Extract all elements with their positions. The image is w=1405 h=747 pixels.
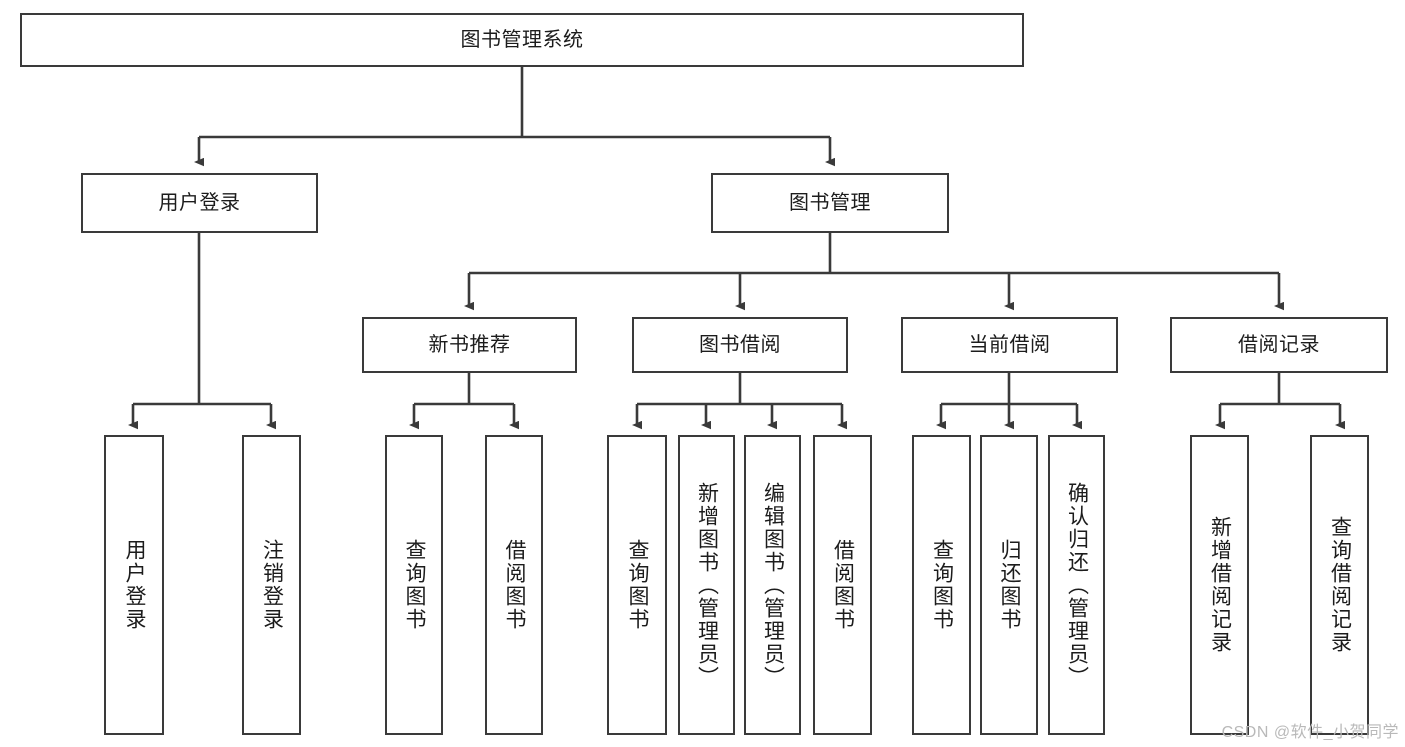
node-book-management-label: 图书管理 xyxy=(789,191,871,214)
leaf-confirm-return-admin[interactable]: 确认归还（管理员） xyxy=(1048,435,1105,735)
leaf-logout-label: 注销登录 xyxy=(260,539,284,631)
leaf-confirm-return-admin-label: 确认归还（管理员） xyxy=(1065,481,1089,689)
node-book-borrow-label: 图书借阅 xyxy=(699,333,781,356)
node-root[interactable]: 图书管理系统 xyxy=(20,13,1024,67)
node-book-management[interactable]: 图书管理 xyxy=(711,173,949,233)
leaf-query-book-borrow-label: 查询图书 xyxy=(626,539,650,631)
leaf-query-book-borrow[interactable]: 查询图书 xyxy=(607,435,667,735)
leaf-query-book-recommend[interactable]: 查询图书 xyxy=(385,435,443,735)
leaf-borrow-book-label: 借阅图书 xyxy=(831,539,855,631)
leaf-add-book-admin[interactable]: 新增图书（管理员） xyxy=(678,435,735,735)
leaf-query-borrow-record-label: 查询借阅记录 xyxy=(1328,516,1352,654)
leaf-borrow-book[interactable]: 借阅图书 xyxy=(813,435,872,735)
node-new-book-recommend[interactable]: 新书推荐 xyxy=(362,317,577,373)
node-borrow-record[interactable]: 借阅记录 xyxy=(1170,317,1388,373)
node-new-book-recommend-label: 新书推荐 xyxy=(428,333,511,356)
node-book-borrow[interactable]: 图书借阅 xyxy=(632,317,848,373)
leaf-borrow-book-recommend[interactable]: 借阅图书 xyxy=(485,435,543,735)
leaf-edit-book-admin-label: 编辑图书（管理员） xyxy=(761,481,785,689)
leaf-query-book-current-label: 查询图书 xyxy=(930,539,954,631)
leaf-borrow-book-recommend-label: 借阅图书 xyxy=(503,539,527,631)
leaf-query-borrow-record[interactable]: 查询借阅记录 xyxy=(1310,435,1369,735)
leaf-edit-book-admin[interactable]: 编辑图书（管理员） xyxy=(744,435,801,735)
node-current-borrow[interactable]: 当前借阅 xyxy=(901,317,1118,373)
leaf-logout[interactable]: 注销登录 xyxy=(242,435,301,735)
leaf-add-borrow-record[interactable]: 新增借阅记录 xyxy=(1190,435,1249,735)
node-borrow-record-label: 借阅记录 xyxy=(1238,333,1320,356)
leaf-return-book-label: 归还图书 xyxy=(998,539,1022,631)
node-current-borrow-label: 当前借阅 xyxy=(968,333,1051,356)
leaf-query-book-current[interactable]: 查询图书 xyxy=(912,435,971,735)
leaf-add-book-admin-label: 新增图书（管理员） xyxy=(695,481,719,689)
node-user-login-label: 用户登录 xyxy=(158,191,241,214)
leaf-return-book[interactable]: 归还图书 xyxy=(980,435,1038,735)
leaf-query-book-recommend-label: 查询图书 xyxy=(403,539,427,631)
leaf-add-borrow-record-label: 新增借阅记录 xyxy=(1208,516,1232,654)
leaf-user-login[interactable]: 用户登录 xyxy=(104,435,164,735)
node-root-label: 图书管理系统 xyxy=(460,28,584,51)
leaf-user-login-label: 用户登录 xyxy=(123,539,147,631)
watermark-text: CSDN @软件_小贺同学 xyxy=(1221,724,1399,741)
node-user-login[interactable]: 用户登录 xyxy=(81,173,318,233)
